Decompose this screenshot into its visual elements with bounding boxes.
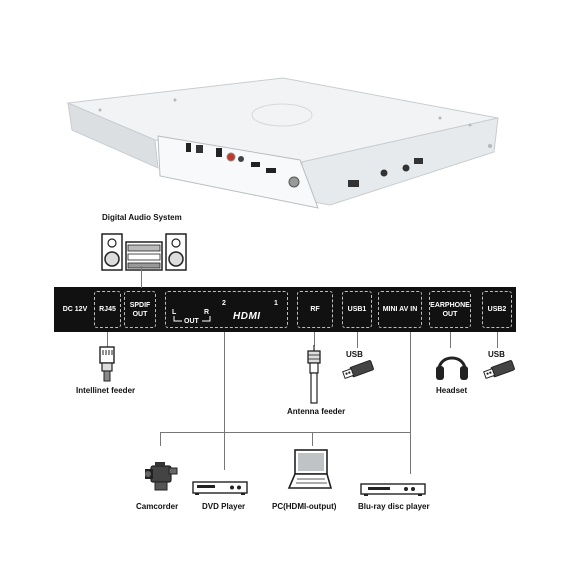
connector-bar <box>54 287 516 332</box>
bluray-label: Blu-ray disc player <box>358 502 430 511</box>
digital-audio-system-label: Digital Audio System <box>102 213 182 222</box>
line-hdmi-drop <box>224 332 225 432</box>
port-mini-av-in: MINI AV IN <box>378 291 422 328</box>
line-usb1 <box>357 332 358 348</box>
usb-stick-icon-2 <box>483 360 515 380</box>
port-rj45-label: RJ45 <box>99 306 116 313</box>
camcorder-icon <box>145 462 178 491</box>
hifi-system-icon <box>101 233 187 271</box>
ethernet-plug-icon <box>99 346 115 382</box>
port-spdif-out: SPDIF OUT <box>124 291 156 328</box>
laptop-icon <box>287 449 333 489</box>
antenna-feeder-label: Antenna feeder <box>287 407 346 416</box>
usb-label-2: USB <box>488 350 505 359</box>
hdmi1-number: 1 <box>274 300 278 307</box>
audio-out-label: OUT <box>184 318 199 325</box>
intellinet-feeder-label: Intellinet feeder <box>76 386 136 395</box>
line-rf <box>314 332 315 346</box>
headset-icon <box>436 356 468 380</box>
line-spdif-audio <box>141 266 142 288</box>
antenna-plug-icon <box>307 345 321 404</box>
port-usb1: USB1 <box>342 291 372 328</box>
monitor-device-illustration <box>66 77 499 209</box>
dvd-player-label: DVD Player <box>202 502 246 511</box>
hdmi2-number: 2 <box>222 300 226 307</box>
port-earphone-out: EARPHONE OUT <box>429 291 471 328</box>
audio-bracket-icon <box>173 316 211 322</box>
port-usb1-label: USB1 <box>347 306 367 313</box>
line-bluray <box>410 432 411 474</box>
line-earphone <box>450 332 451 348</box>
line-camcorder <box>160 432 161 446</box>
port-usb2-label: USB2 <box>487 306 507 313</box>
port-audio-hdmi-group <box>165 291 288 328</box>
port-mini-av-label: MINI AV IN <box>382 306 418 313</box>
usb-stick-icon-1 <box>342 360 374 380</box>
line-pc <box>312 432 313 446</box>
line-rj45 <box>107 332 108 348</box>
audio-r-label: R <box>204 309 210 316</box>
camcorder-label: Camcorder <box>136 502 179 511</box>
line-usb2 <box>497 332 498 348</box>
bluray-player-icon <box>360 483 426 496</box>
port-spdif-label-2: OUT <box>132 310 148 318</box>
port-dc-label: DC 12V <box>62 306 88 313</box>
port-rj45: RJ45 <box>94 291 121 328</box>
line-mini-av-drop <box>410 332 411 432</box>
hdmi-logo: HDMI <box>233 311 261 322</box>
port-earphone-label-1: EARPHONE <box>430 301 470 309</box>
line-dvd <box>224 432 225 470</box>
port-usb2: USB2 <box>482 291 512 328</box>
port-rf-label: RF <box>310 306 320 313</box>
audio-l-label: L <box>172 309 177 316</box>
usb-label-1: USB <box>346 350 363 359</box>
port-rf: RF <box>297 291 333 328</box>
headset-label: Headset <box>436 386 468 395</box>
line-source-bus <box>160 432 411 433</box>
port-dc-12v: DC 12V <box>58 291 92 328</box>
dvd-player-icon <box>192 481 248 495</box>
port-spdif-label-1: SPDIF <box>129 301 151 309</box>
port-earphone-label-2: OUT <box>442 310 458 318</box>
pc-label: PC(HDMI-output) <box>272 502 337 511</box>
